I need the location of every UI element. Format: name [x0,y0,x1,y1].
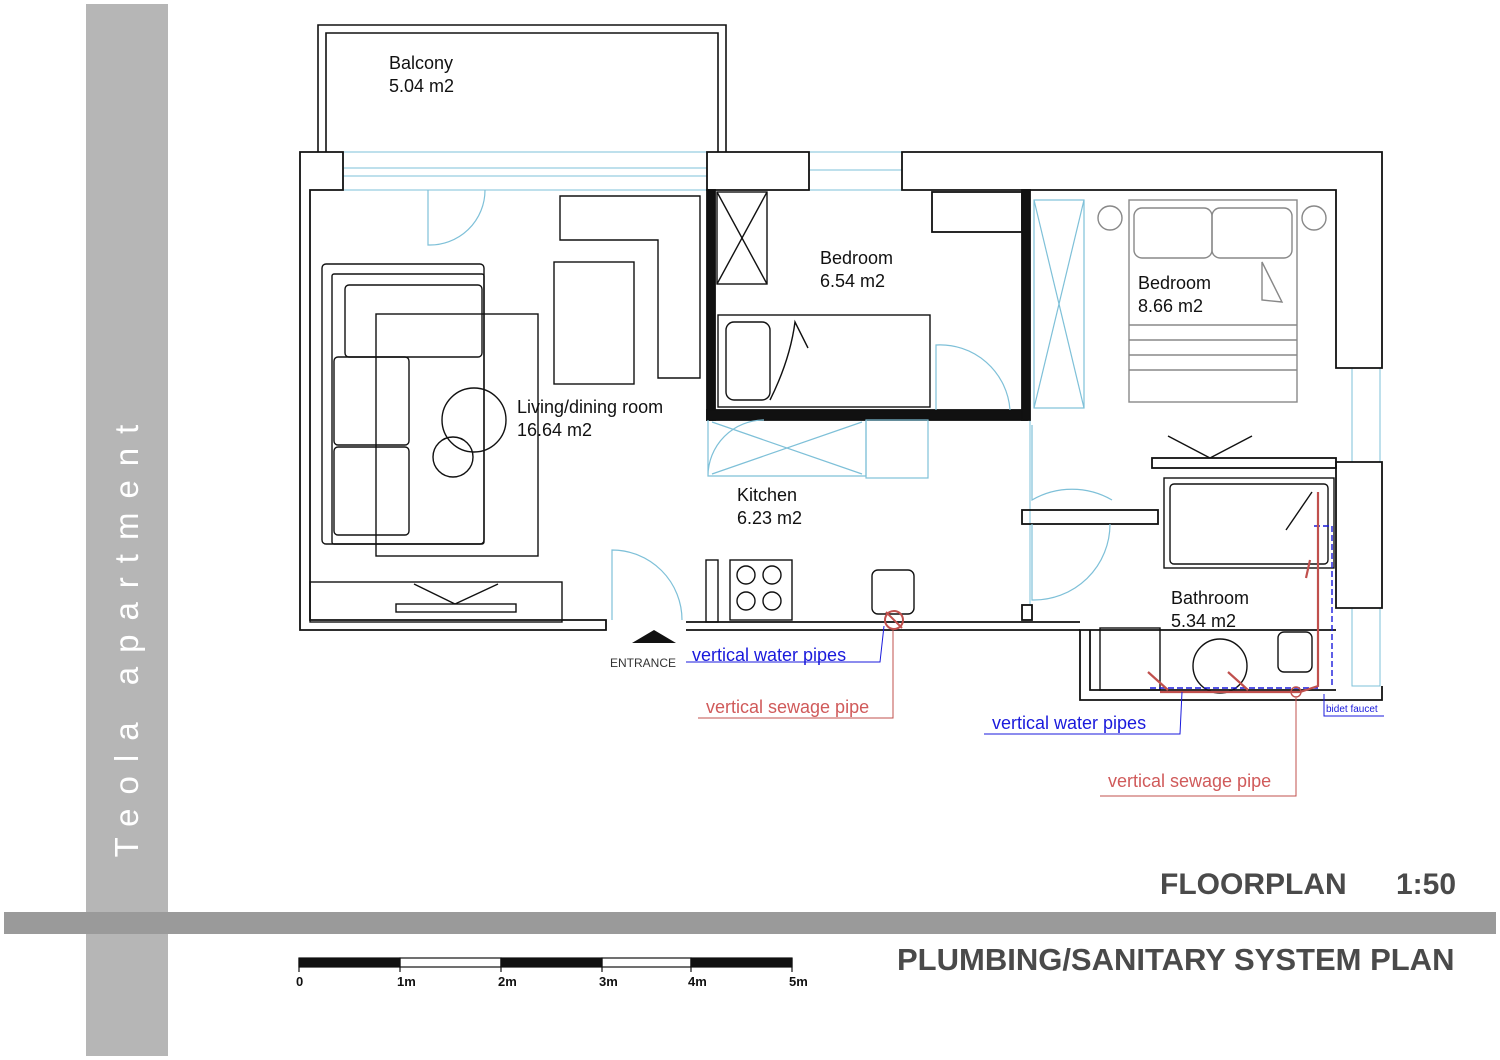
balcony [317,24,727,152]
room-name: Bedroom [1138,273,1211,293]
kitchen-sewage-label: vertical sewage pipe [706,697,869,717]
scale-ticks: 0 1m 2m 3m 4m 5m [296,974,808,989]
bidet-faucet-label: bidet faucet [1326,704,1378,715]
room-area: 8.66 m2 [1138,296,1203,316]
room-area: 6.23 m2 [737,508,802,528]
room-area: 16.64 m2 [517,420,592,440]
entrance-marker-icon [632,630,676,643]
doors [427,189,1113,621]
plan-subtitle: PLUMBING/SANITARY SYSTEM PLAN [897,942,1455,977]
room-name: Bedroom [820,248,893,268]
room-area: 6.54 m2 [820,271,885,291]
scale-tick: 1m [397,974,416,989]
furniture [309,191,1335,694]
bathroom-water-label: vertical water pipes [992,713,1146,733]
room-name: Bathroom [1171,588,1249,608]
room-area: 5.34 m2 [1171,611,1236,631]
scale-tick: 5m [789,974,808,989]
scale-tick: 3m [599,974,618,989]
plan-scale: 1:50 [1396,868,1457,901]
scale-bar [298,957,793,972]
room-name: Kitchen [737,485,797,505]
scale-tick: 0 [296,974,303,989]
entrance-label: ENTRANCE [610,656,676,670]
scale-tick: 4m [688,974,707,989]
title-divider [4,912,1496,934]
kitchen-water-label: vertical water pipes [692,645,846,665]
scale-tick: 2m [498,974,517,989]
room-area: 5.04 m2 [389,76,454,96]
plumbing [686,492,1384,797]
plan-title: FLOORPLAN [1160,868,1347,901]
bathroom-sewage-label: vertical sewage pipe [1108,771,1271,791]
room-labels: Balcony 5.04 m2 Bedroom 6.54 m2 Bedroom … [389,53,1249,631]
sidebar-band [86,4,168,1056]
room-name: Balcony [389,53,453,73]
room-name: Living/dining room [517,397,663,417]
